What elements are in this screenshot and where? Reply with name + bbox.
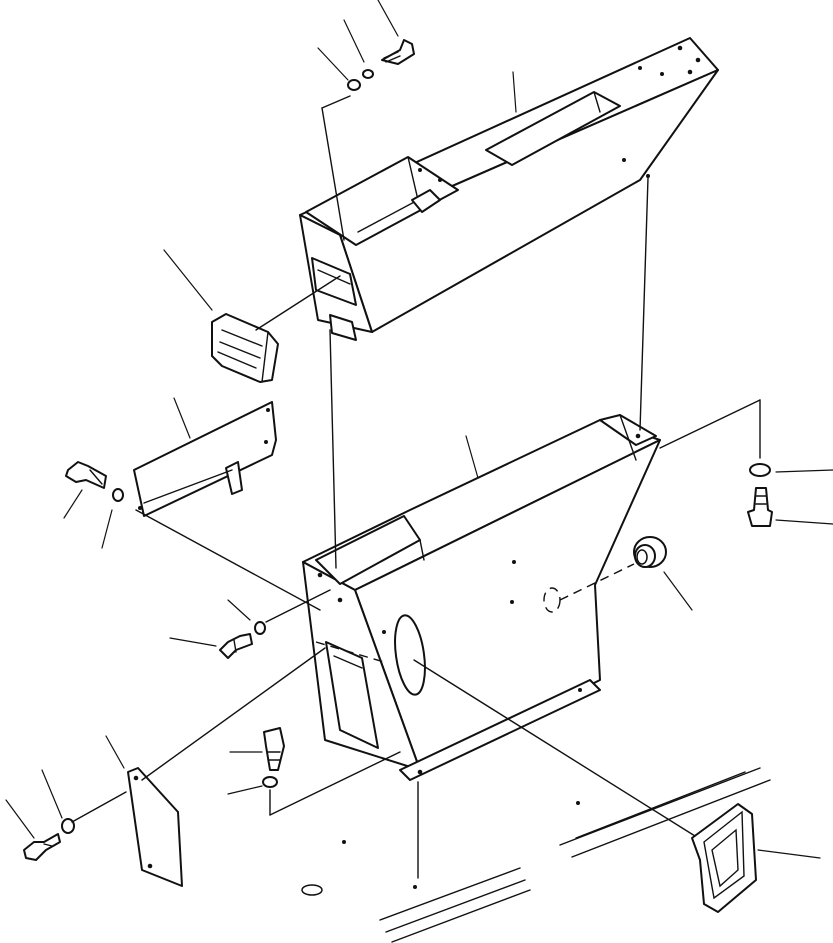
bolt-icon [263, 727, 285, 771]
bolt-icon [219, 633, 253, 659]
bolt-icon [747, 487, 773, 527]
washer-icon [61, 818, 75, 834]
bolt-icon [381, 39, 415, 65]
upper-console-housing [299, 37, 719, 341]
washer-icon [112, 488, 124, 502]
rubber-grommet [633, 536, 667, 568]
lower-console-housing [302, 414, 661, 781]
washer-icon [254, 621, 266, 635]
side-cover-plate [133, 401, 277, 517]
washer-icon [262, 776, 278, 788]
upper-rubber-boot [211, 313, 279, 383]
bolt-icon [65, 461, 107, 489]
washer-icon [347, 79, 361, 91]
access-cover-plate [127, 767, 183, 887]
lower-rubber-boot [691, 803, 757, 913]
bolt-icon [23, 833, 61, 861]
washer-icon [749, 463, 771, 477]
floor-plate [301, 767, 771, 943]
callout-leaders [5, 0, 833, 859]
washer-icon [362, 69, 374, 79]
alignment-lines [71, 95, 761, 879]
